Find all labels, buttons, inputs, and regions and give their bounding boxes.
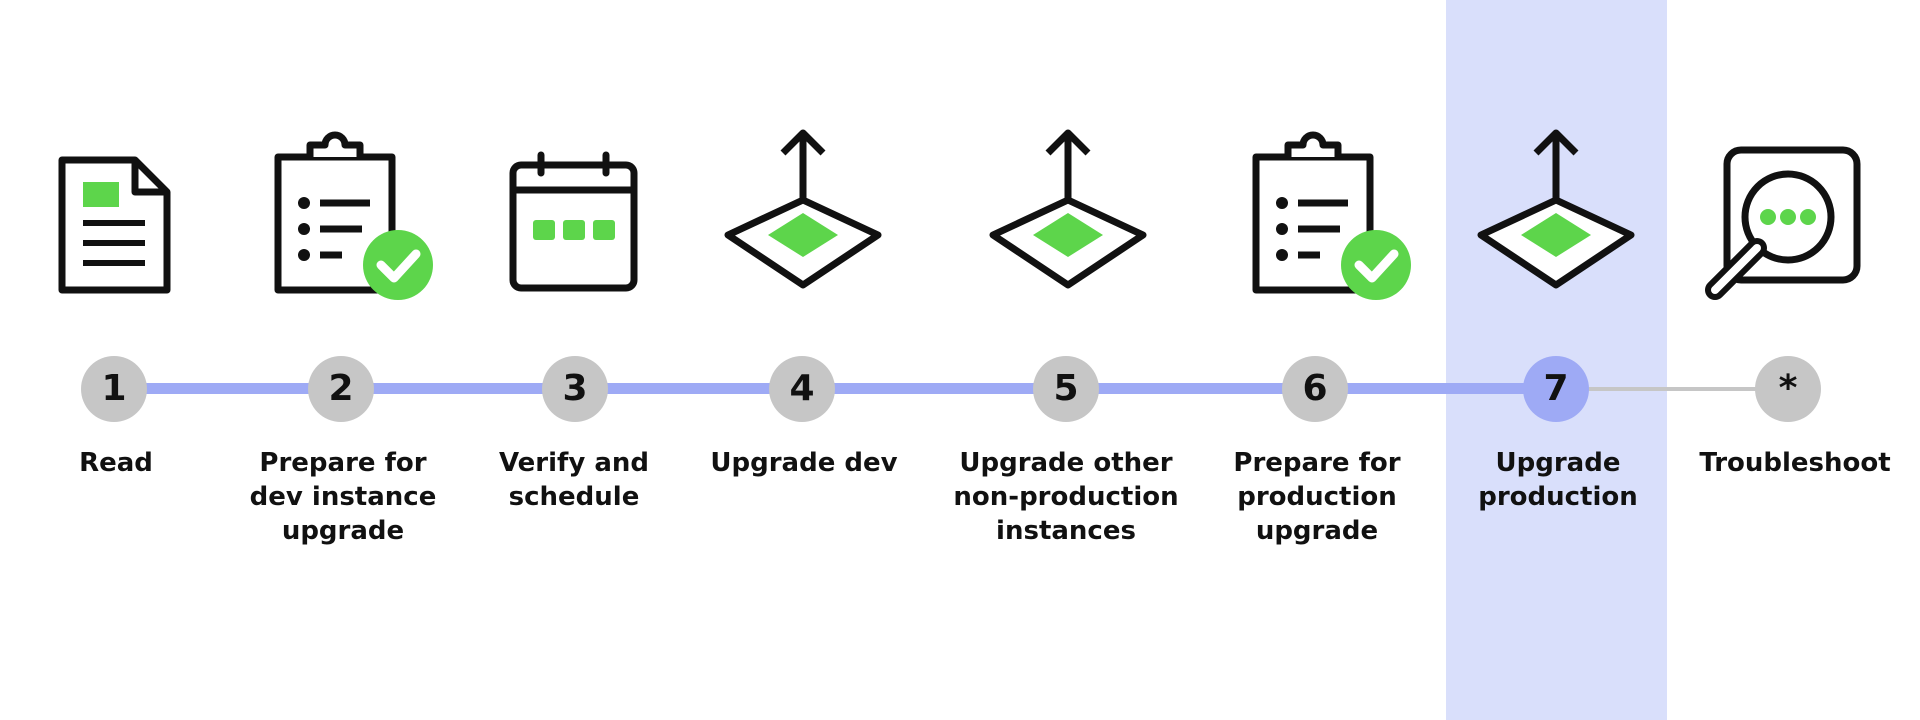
step-label-6: Prepare for production upgrade	[1233, 448, 1401, 546]
clipboard-check-icon	[274, 131, 433, 300]
step-label-2: Prepare for dev instance upgrade	[249, 448, 437, 546]
step-marker-7: 7	[1523, 356, 1589, 422]
step-label-5: Upgrade other non-production instances	[953, 448, 1179, 546]
step-marker-troubleshoot: *	[1755, 356, 1821, 422]
step-label-troubleshoot: Troubleshoot	[1699, 448, 1891, 478]
step-label-3: Verify and schedule	[498, 448, 650, 512]
clipboard-check-icon	[1252, 131, 1411, 300]
calendar-icon	[509, 151, 638, 292]
step-label-1: Read	[79, 448, 153, 478]
progress-track-remaining	[1558, 387, 1788, 391]
step-label-7: Upgrade production	[1478, 448, 1638, 512]
step-marker-6: 6	[1282, 356, 1348, 422]
troubleshoot-search-icon	[1705, 146, 1861, 300]
step-marker-2: 2	[308, 356, 374, 422]
document-icon	[58, 156, 171, 294]
progress-track-completed	[112, 383, 1558, 394]
upgrade-icon	[724, 129, 882, 289]
step-label-4: Upgrade dev	[710, 448, 898, 478]
upgrade-icon	[989, 129, 1147, 289]
step-marker-5: 5	[1033, 356, 1099, 422]
step-marker-4: 4	[769, 356, 835, 422]
step-marker-1: 1	[81, 356, 147, 422]
upgrade-icon	[1477, 129, 1635, 289]
step-marker-3: 3	[542, 356, 608, 422]
